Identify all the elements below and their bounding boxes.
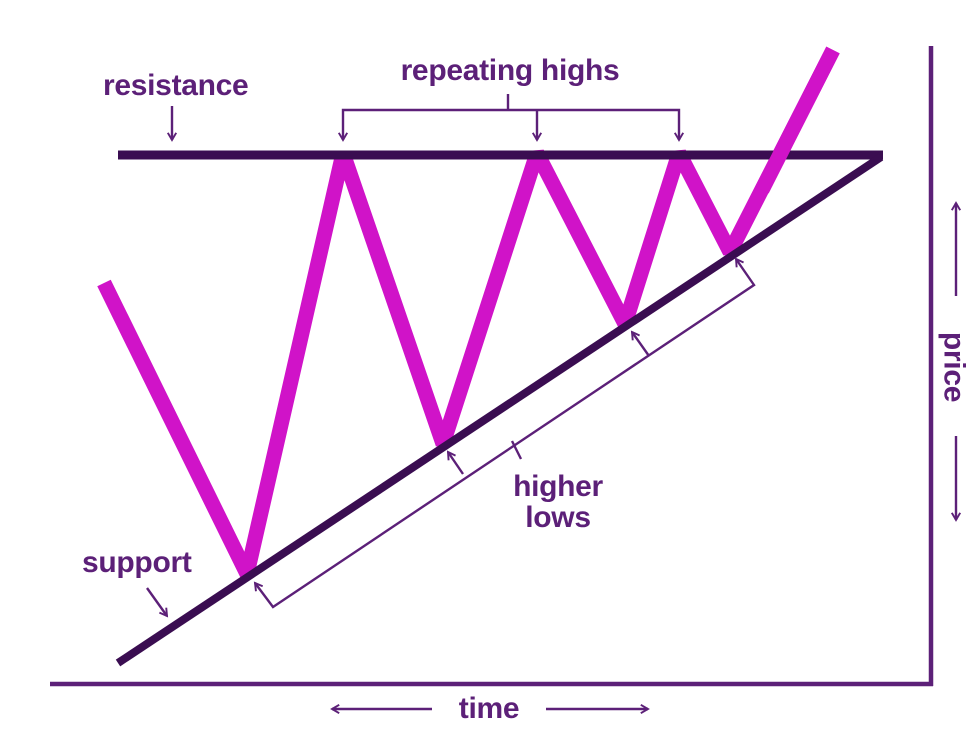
repeating-highs-bracket	[337, 94, 685, 142]
support-pointer-arrow-icon	[146, 587, 169, 618]
price-zigzag-line	[97, 46, 840, 578]
bracket-line	[337, 108, 685, 142]
support-line	[115, 153, 884, 667]
bracket-tick	[510, 440, 523, 460]
time-axis-label: time	[458, 692, 520, 725]
support-label: support	[82, 546, 192, 579]
price-axis-label: price	[937, 331, 971, 403]
up-arrow-icon	[630, 330, 650, 357]
bracket-line	[253, 257, 756, 609]
higher-lows-bracket	[253, 257, 756, 609]
breakout-line	[755, 46, 840, 194]
resistance-label: resistance	[103, 69, 249, 102]
up-arrow-icon	[446, 450, 464, 475]
higher-lows-label: higher lows	[513, 470, 603, 534]
repeating-highs-label: repeating highs	[400, 54, 620, 87]
